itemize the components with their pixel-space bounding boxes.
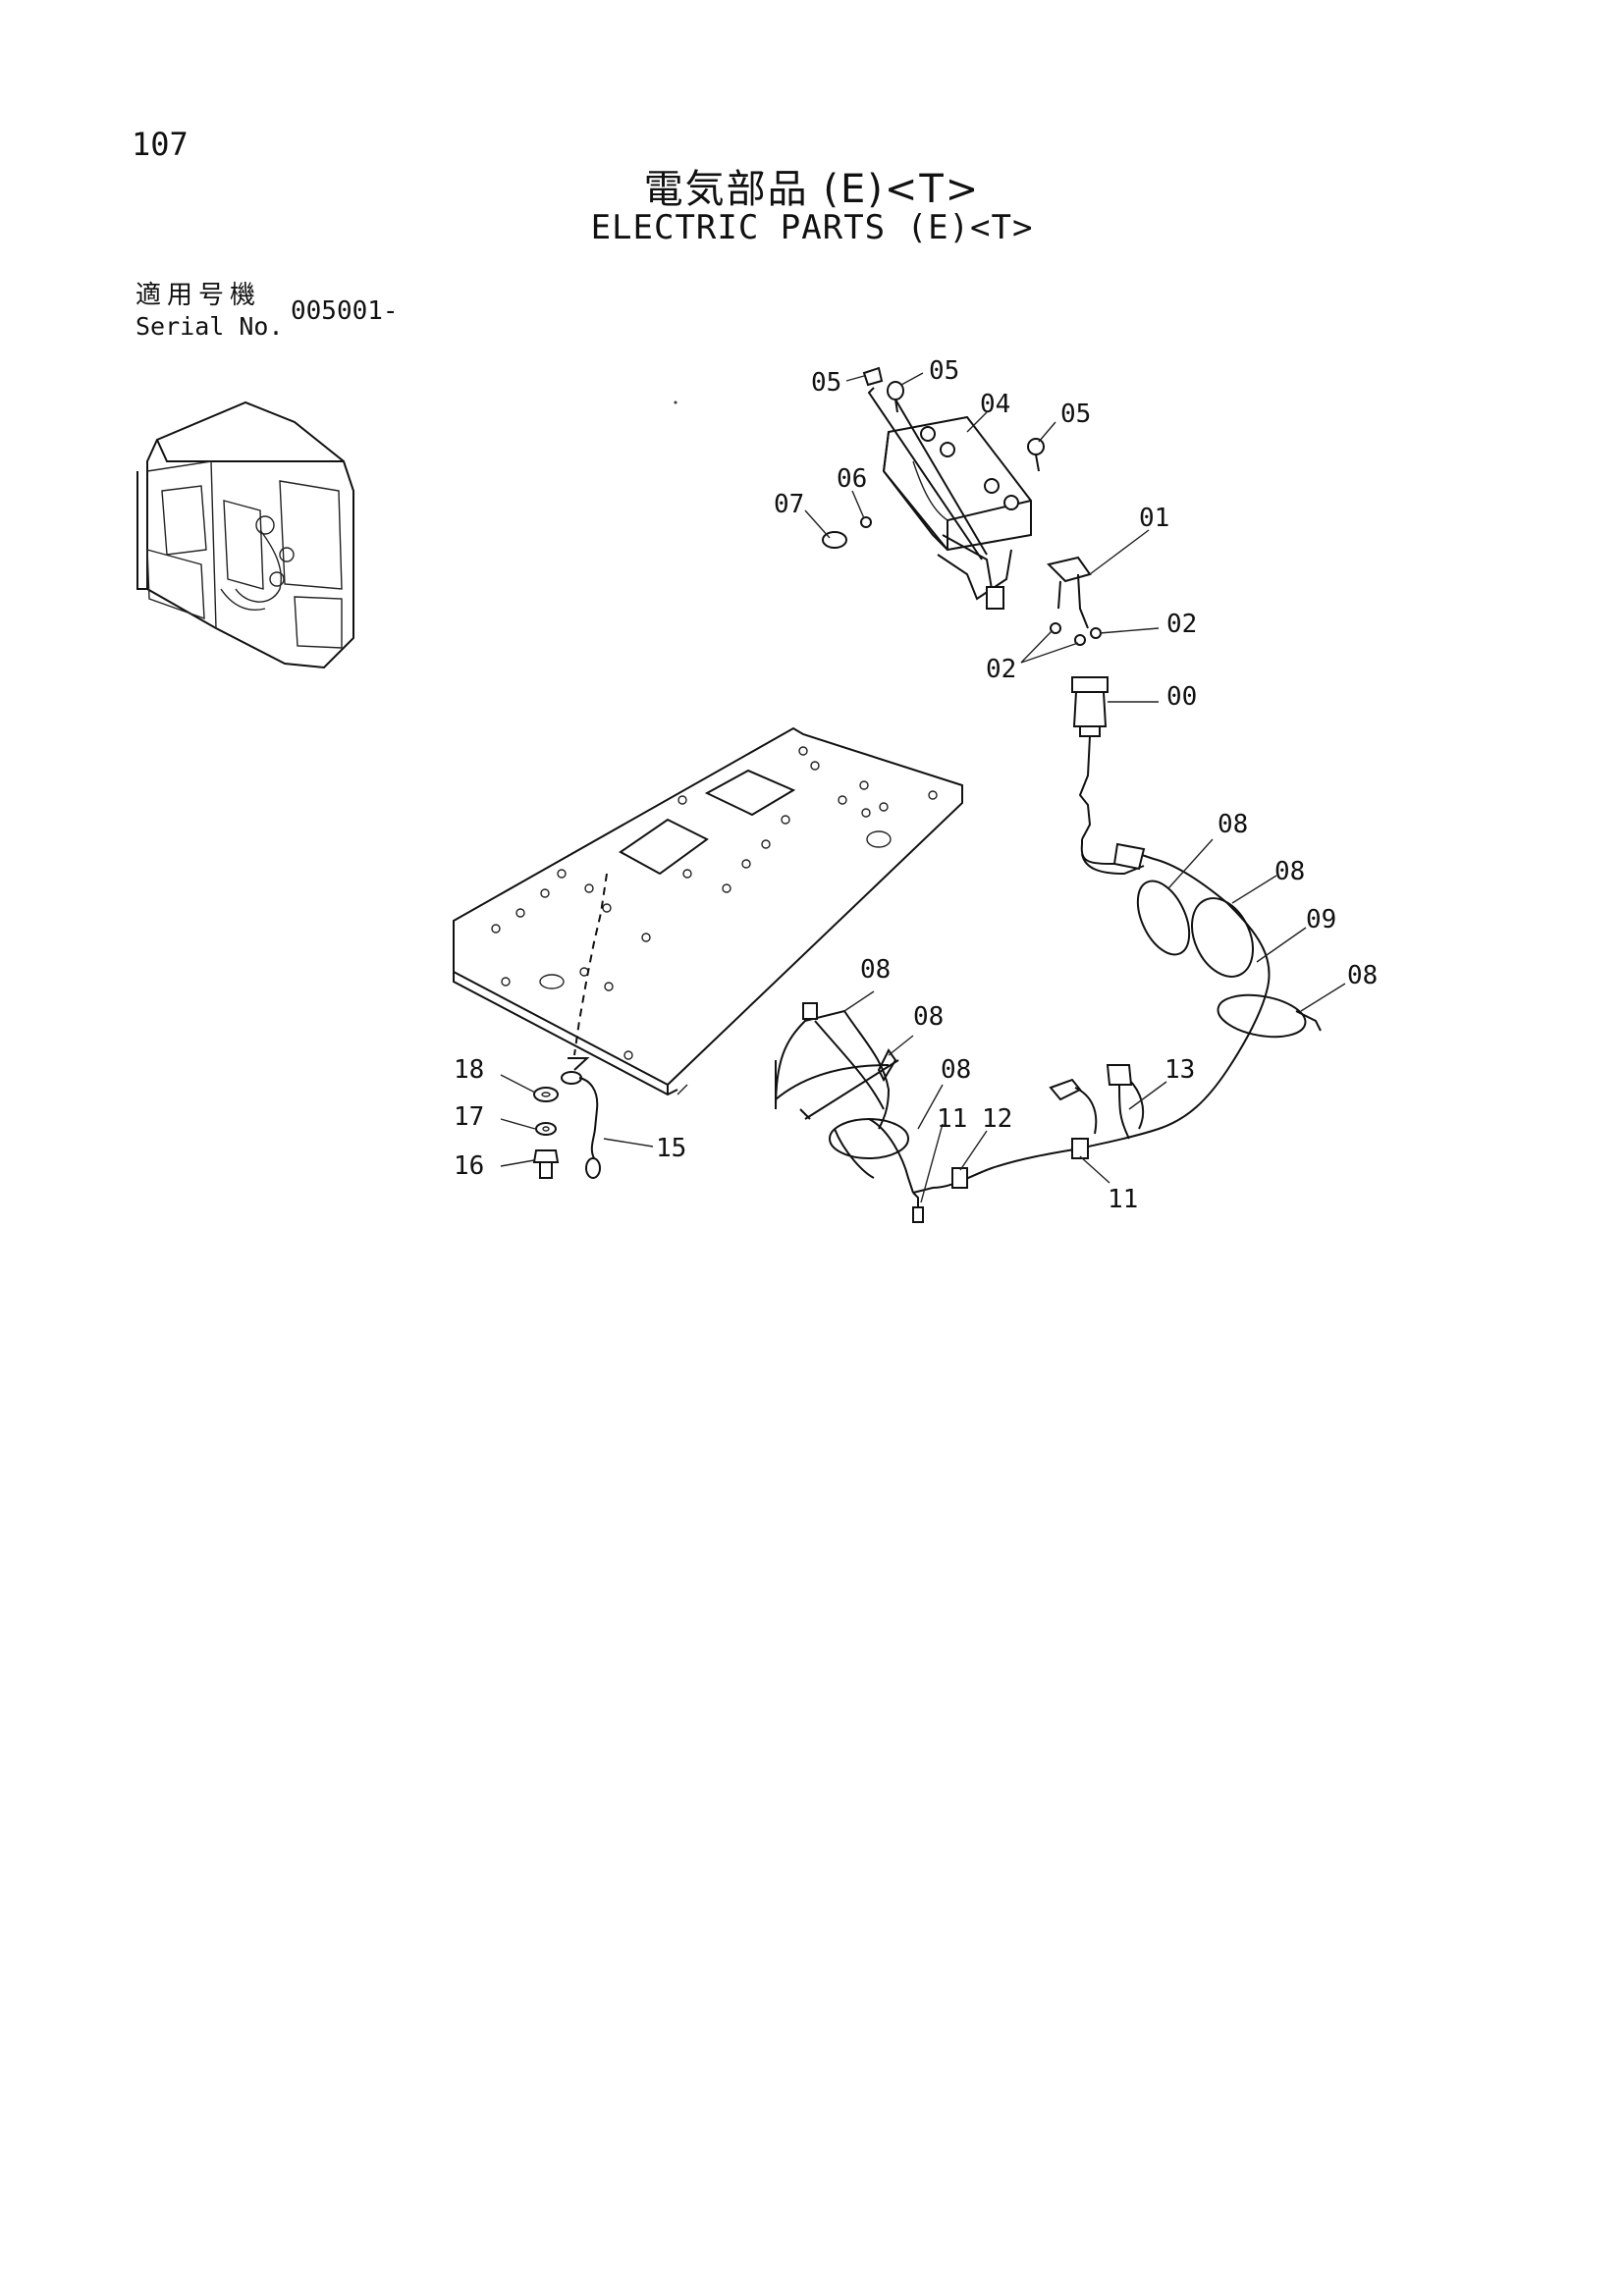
callout-04: 04 (980, 390, 1010, 419)
page-title-english: ELECTRIC PARTS (E)<T> (590, 208, 1034, 247)
callout-labels: 05 05 04 05 06 07 01 02 02 00 08 08 09 0… (454, 356, 1378, 1214)
callout-08c: 08 (1347, 961, 1378, 990)
callout-17: 17 (454, 1102, 484, 1132)
callout-08a: 08 (1218, 810, 1248, 839)
callout-13: 13 (1164, 1055, 1195, 1085)
ground-cable-illustration (532, 1057, 601, 1179)
callout-11b: 11 (1108, 1185, 1138, 1214)
callout-08d: 08 (860, 955, 891, 985)
page-number: 107 (132, 126, 189, 163)
floor-plate-holes (491, 746, 938, 1060)
callout-00: 00 (1166, 682, 1197, 712)
controller-unit-illustration (822, 366, 1102, 646)
serial-label-japanese: 適用号機 (135, 281, 262, 310)
serial-label-english: Serial No. (135, 312, 284, 341)
callout-09: 09 (1306, 905, 1336, 934)
callout-05b: 05 (929, 356, 959, 386)
callout-leader-lines (500, 372, 1346, 1203)
callout-11a: 11 (937, 1104, 967, 1134)
callout-18: 18 (454, 1055, 484, 1085)
cab-thumbnail-illustration (136, 400, 354, 669)
page-title-japanese: 電気部品 (E)<T> (643, 167, 981, 212)
callout-02a: 02 (1166, 610, 1197, 639)
switch-connector-illustration (1071, 676, 1109, 840)
callout-05a: 05 (811, 368, 841, 398)
callout-07: 07 (774, 490, 804, 519)
callout-02b: 02 (986, 655, 1016, 684)
callout-05c: 05 (1060, 400, 1091, 429)
wire-harness-illustration (775, 839, 1322, 1223)
callout-12: 12 (982, 1104, 1012, 1134)
callout-01: 01 (1139, 504, 1169, 533)
callout-08e: 08 (913, 1002, 944, 1032)
callout-08b: 08 (1274, 857, 1305, 886)
callout-16: 16 (454, 1151, 484, 1181)
floor-plate-illustration (453, 726, 963, 1096)
scan-speck (674, 400, 677, 404)
callout-08f: 08 (941, 1055, 971, 1085)
serial-number-value: 005001- (291, 296, 399, 326)
callout-15: 15 (656, 1134, 686, 1163)
callout-06: 06 (837, 464, 867, 494)
